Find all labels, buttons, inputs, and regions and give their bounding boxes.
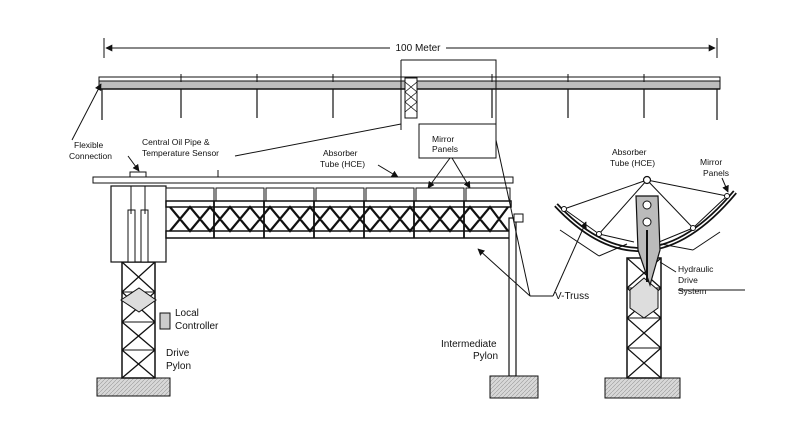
mirror-label-frame xyxy=(418,123,497,159)
hydraulic-label-3: System xyxy=(678,286,706,296)
drive-pylon-label-1: Drive xyxy=(166,348,190,359)
local-controller-box xyxy=(159,312,171,330)
flexible-label-1: Flexible xyxy=(74,140,104,150)
oil-pipe-label-1: Central Oil Pipe & xyxy=(142,137,210,147)
intermediate-pylon xyxy=(508,217,517,377)
flexible-label-2: Connection xyxy=(69,151,112,161)
labels: Flexible Connection Central Oil Pipe & T… xyxy=(69,83,745,372)
side-mirror-label-2: Panels xyxy=(703,168,729,178)
truss-web xyxy=(169,205,509,233)
mirror-panels xyxy=(165,187,511,202)
truss-bottom-chord xyxy=(165,230,512,239)
length-label: 100 Meter xyxy=(395,43,441,54)
drive-octagon xyxy=(120,287,157,313)
hydraulic-label-1: Hydraulic xyxy=(678,264,714,274)
drive-pylon xyxy=(121,261,156,379)
mirror-label-2: Panels xyxy=(432,144,458,154)
side-absorber-tube xyxy=(642,175,652,185)
side-absorber-label-2: Tube (HCE) xyxy=(610,158,655,168)
intermediate-pylon-foundation xyxy=(489,375,539,399)
side-view xyxy=(554,175,737,399)
side-absorber-label-1: Absorber xyxy=(612,147,647,157)
intermediate-pylon-label-1: Intermediate xyxy=(441,339,497,350)
front-view xyxy=(92,170,539,399)
v-truss-label: V-Truss xyxy=(555,291,589,302)
local-controller-label-2: Controller xyxy=(175,321,219,332)
side-pylon-foundation xyxy=(604,377,681,399)
hydraulic-label-2: Drive xyxy=(678,275,698,285)
absorber-label-2: Tube (HCE) xyxy=(320,159,365,169)
overview-row: 100 Meter xyxy=(98,38,721,140)
absorber-label-1: Absorber xyxy=(323,148,358,158)
intermediate-pylon-label-2: Pylon xyxy=(473,351,498,362)
drive-head xyxy=(110,185,167,263)
truss-top-chord xyxy=(165,200,512,208)
drive-pylon-label-2: Pylon xyxy=(166,361,191,372)
local-controller-label-1: Local xyxy=(175,308,199,319)
detail-callout-frame xyxy=(400,59,497,140)
central-oil-pipe xyxy=(92,176,514,184)
mirror-label-1: Mirror xyxy=(432,134,454,144)
side-mirror-label-1: Mirror xyxy=(700,157,722,167)
overview-pylons xyxy=(101,89,718,120)
oil-pipe-label-2: Temperature Sensor xyxy=(142,148,219,158)
drive-pylon-foundation xyxy=(96,377,171,397)
overview-drive-pylon xyxy=(404,77,418,119)
